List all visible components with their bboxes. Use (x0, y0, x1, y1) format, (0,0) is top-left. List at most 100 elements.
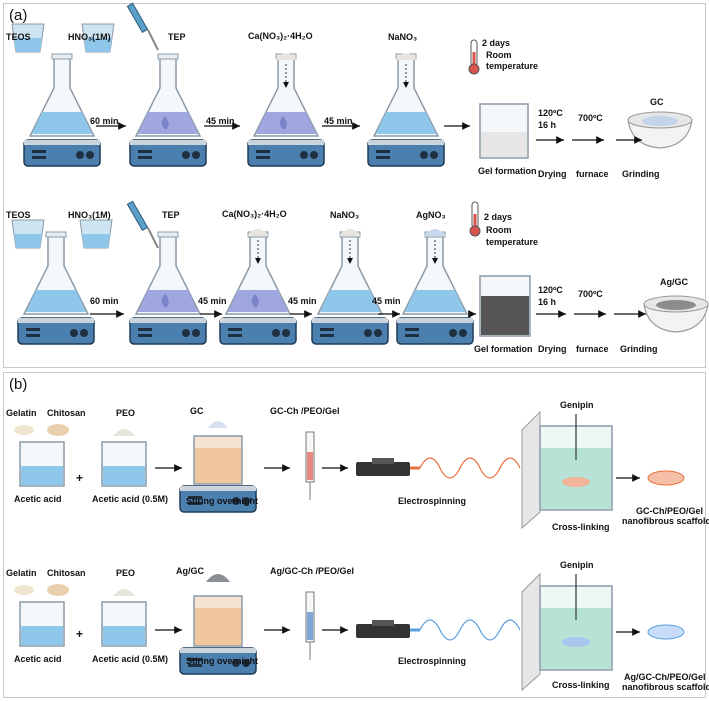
gelatin-label: Gelatin (6, 408, 37, 418)
teos-label-2: TEOS (6, 210, 31, 220)
gel-beaker (479, 103, 529, 159)
stir-beaker-1 (193, 435, 243, 485)
gc-label-b: GC (190, 406, 204, 416)
tep-pipette (126, 2, 159, 51)
scaffold1-label: GC-Ch/PEO/Gel (636, 506, 704, 516)
chitosan-label-2: Chitosan (47, 568, 86, 578)
electro-label: Electrospinning (398, 496, 467, 506)
plus-sign: + (76, 471, 84, 485)
scaffold-2 (647, 624, 685, 640)
solution-label: GC-Ch /PEO/Gel (270, 406, 340, 416)
acetic-label: Acetic acid (14, 494, 62, 504)
genipin-label-2: Genipin (560, 560, 594, 570)
hno3-label-2: HNO₃(1M) (68, 210, 111, 220)
nano3-label: NaNO₃ (388, 32, 418, 42)
aggc-label-b: Ag/GC (176, 566, 204, 576)
peo-label-2: PEO (116, 568, 136, 578)
furnace-label: furnace (576, 169, 609, 179)
agno3-powder (424, 229, 446, 236)
chitosan-powder (47, 424, 69, 436)
hours-label-2: 16 h (538, 297, 557, 307)
collector-1 (521, 410, 541, 530)
teos-cup-2 (11, 219, 45, 249)
time-1: 60 min (90, 116, 119, 126)
gel-label-2: Gel formation (474, 344, 533, 354)
crosslink-beaker-2 (539, 574, 613, 671)
solution-label-2: Ag/GC-Ch /PEO/Gel (270, 566, 355, 576)
ca-label-2: Ca(NO₃)₂·4H₂O (222, 209, 287, 219)
gelatin-powder-2 (14, 585, 34, 595)
temperature-label-2: temperature (486, 237, 539, 247)
nano3-label-2: NaNO₃ (330, 210, 360, 220)
scaffold2-label: nanofibrous scaffold (622, 516, 709, 526)
room-label-2: Room (486, 225, 512, 235)
ca-powder-2 (247, 229, 269, 236)
gc-product-label: GC (650, 97, 664, 107)
row2-stirrers (17, 317, 474, 345)
panel-b (3, 372, 706, 698)
panel-a (3, 3, 706, 368)
plus-sign-2: + (76, 627, 84, 641)
genipin-label: Genipin (560, 400, 594, 410)
crosslink-beaker-1 (539, 414, 613, 511)
gel-label: Gel formation (478, 166, 537, 176)
tep-label-2: TEP (162, 210, 180, 220)
acetic-label-2: Acetic acid (14, 654, 62, 664)
tep-label: TEP (168, 32, 186, 42)
stir-label-2: Stiring overnight (186, 656, 258, 666)
gelatin-label-2: Gelatin (6, 568, 37, 578)
time-2-4: 45 min (372, 296, 401, 306)
time-2-1: 60 min (90, 296, 119, 306)
fiber-blue (419, 619, 521, 641)
agno3-label: AgNO₃ (416, 210, 446, 220)
time-2-2: 45 min (198, 296, 227, 306)
gel-beaker-2 (479, 275, 531, 337)
thermometer-icon-2 (469, 201, 481, 237)
fiber-orange (419, 457, 521, 479)
gc-powder-b (208, 421, 228, 428)
thermometer-icon (468, 39, 480, 75)
panel-a-label: (a) (9, 7, 28, 24)
grinding-label: Grinding (622, 169, 660, 179)
acetic2-label: Acetic acid (0.5M) (92, 494, 169, 504)
ca-label: Ca(NO₃)₂·4H₂O (248, 31, 313, 41)
chitosan-powder-2 (47, 584, 69, 596)
hours-label: 16 h (538, 120, 557, 130)
chitosan-label: Chitosan (47, 408, 86, 418)
tep-pipette-2 (126, 200, 159, 249)
stir-label: Stiring overnight (186, 496, 258, 506)
aggc-powder-b (206, 574, 230, 582)
stir-beaker-2 (193, 595, 243, 647)
grinding-label-2: Grinding (620, 344, 658, 354)
panel-b-label: (b) (9, 376, 28, 393)
hno3-label: HNO₃(1M) (68, 32, 111, 42)
syringe-2 (305, 591, 315, 660)
collector-2 (521, 572, 541, 692)
teos-label: TEOS (6, 32, 31, 42)
crosslink-label-2: Cross-linking (552, 680, 610, 690)
temp1-label-2: 120ºC (538, 285, 563, 295)
time-2-3: 45 min (288, 296, 317, 306)
days-label: 2 days (482, 38, 511, 48)
acetic2-label-2: Acetic acid (0.5M) (92, 654, 169, 664)
syringe-1 (305, 431, 315, 500)
scaffold1-label-2: Ag/GC-Ch/PEO/Gel (624, 672, 706, 682)
temperature-label: temperature (486, 61, 539, 71)
gelatin-powder (14, 425, 34, 435)
time-3: 45 min (324, 116, 353, 126)
peo-label: PEO (116, 408, 136, 418)
aggc-product-label: Ag/GC (660, 277, 688, 287)
scaffold2-label-2: nanofibrous scaffold (622, 682, 709, 692)
scaffold-1 (647, 470, 685, 486)
furnace-label-2: furnace (576, 344, 609, 354)
electro-label-2: Electrospinning (398, 656, 467, 666)
drying-label: Drying (538, 169, 567, 179)
nano3-powder-2 (339, 229, 361, 236)
days-label-2: 2 days (484, 212, 513, 222)
crosslink-label: Cross-linking (552, 522, 610, 532)
temp2-label: 700ºC (578, 113, 603, 123)
row1-stirrers (23, 139, 445, 167)
temp1-label: 120ºC (538, 108, 563, 118)
electrospinner-1 (356, 458, 420, 476)
